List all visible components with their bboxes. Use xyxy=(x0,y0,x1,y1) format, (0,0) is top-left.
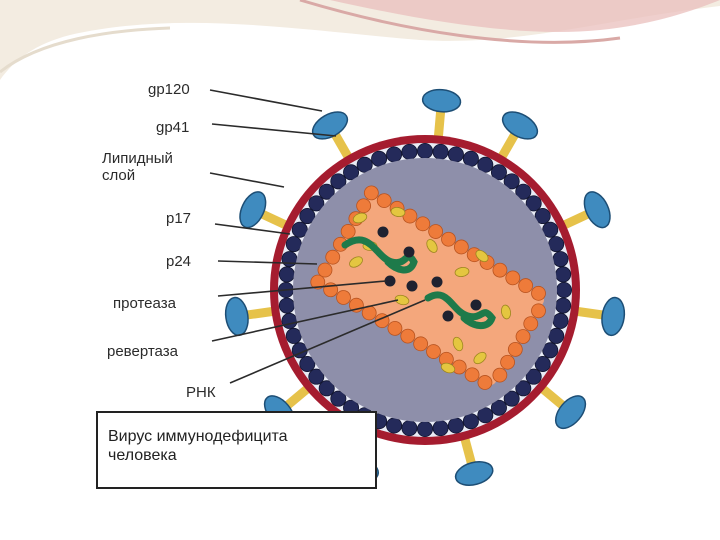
spike xyxy=(453,435,495,489)
spike xyxy=(498,106,542,160)
spike xyxy=(540,386,591,433)
label-protease: протеаза xyxy=(113,295,176,312)
label-gp120: gp120 xyxy=(148,81,190,98)
spike xyxy=(422,88,462,140)
spike xyxy=(561,188,615,232)
label-lipid-layer: Липидный слой xyxy=(102,150,173,184)
label-p24: p24 xyxy=(166,253,191,270)
caption-text: Вирус иммунодефицита человека xyxy=(108,427,288,465)
label-gp41: gp41 xyxy=(156,119,189,136)
label-p17: p17 xyxy=(166,210,191,227)
label-reverse-transcriptase: ревертаза xyxy=(107,343,178,360)
spike xyxy=(235,188,289,232)
spike xyxy=(223,296,276,337)
caption-box: Вирус иммунодефицита человека xyxy=(96,411,377,489)
header-swoosh xyxy=(0,0,720,80)
spike xyxy=(574,296,627,337)
label-rna: РНК xyxy=(186,384,216,401)
